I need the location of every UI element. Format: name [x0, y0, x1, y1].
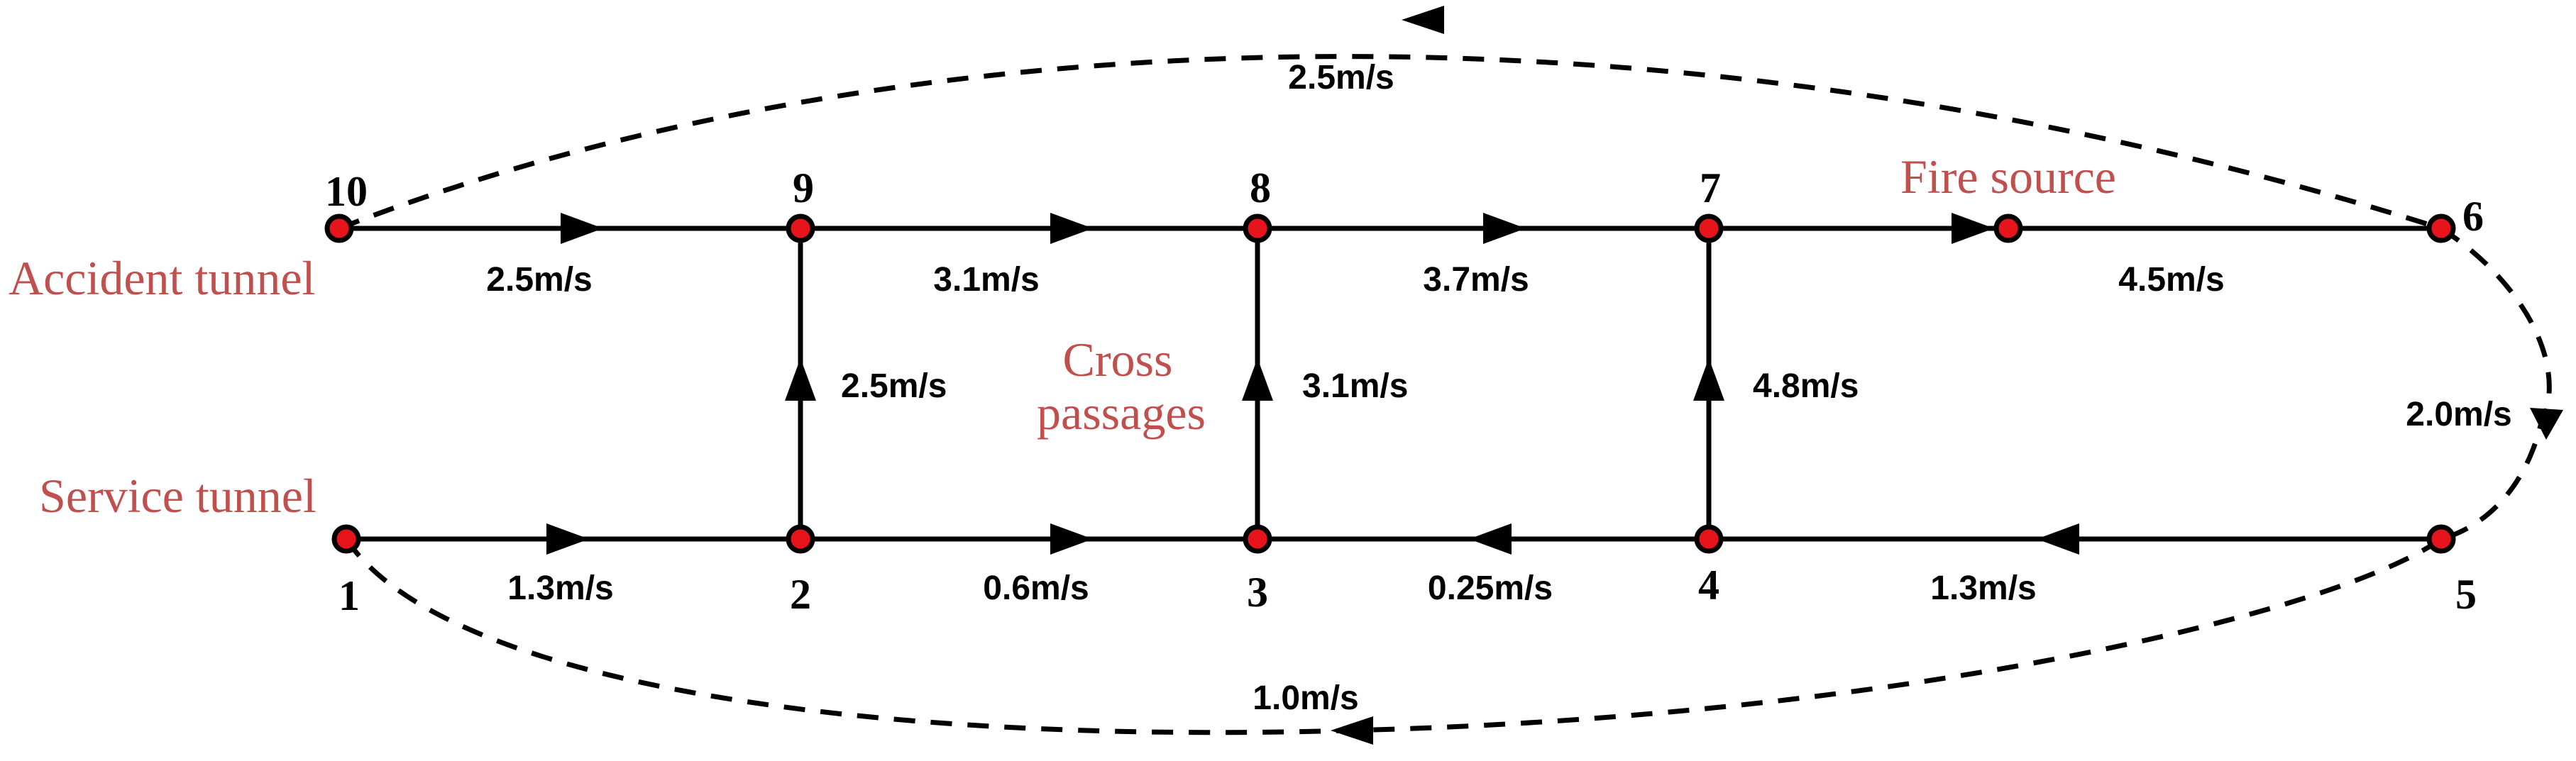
arrow-8-7: [1483, 213, 1526, 244]
cross-passages-label-line2: passages: [1037, 386, 1206, 440]
velocity-5-4: 1.3m/s: [1930, 570, 2036, 607]
node-label-7: 7: [1700, 165, 1721, 211]
arrow-3-8: [1242, 358, 1273, 401]
node-label-4: 4: [1698, 562, 1719, 609]
node-10: [324, 213, 354, 243]
node-label-10: 10: [325, 168, 368, 215]
loop-right-dashed: [2440, 226, 2552, 542]
arrow-2-9: [785, 358, 816, 401]
node-9: [786, 213, 815, 243]
velocity-4-7: 4.8m/s: [1753, 367, 1859, 405]
fire-source-label: Fire source: [1900, 150, 2116, 204]
node-fire-source: [1993, 213, 2023, 243]
arrow-4-3: [1469, 523, 1512, 555]
velocity-loop-top: 2.5m/s: [1288, 59, 1394, 96]
loop-bottom-dashed: [344, 537, 2443, 735]
arrow-10-9: [561, 213, 603, 244]
node-label-9: 9: [793, 165, 814, 211]
node-label-3: 3: [1247, 569, 1268, 616]
arrow-5-4: [2037, 523, 2079, 555]
arrow-4-7: [1693, 358, 1724, 401]
node-2: [786, 524, 815, 554]
velocity-8-7: 3.7m/s: [1423, 261, 1529, 299]
arrow-1-2: [546, 523, 589, 555]
cross-passages-label-line1: Cross: [1063, 333, 1173, 387]
velocity-9-8: 3.1m/s: [933, 261, 1039, 299]
loop-top-arrow: [1402, 6, 1444, 34]
node-5: [2426, 524, 2456, 554]
accident-tunnel-label: Accident tunnel: [9, 251, 315, 305]
node-label-1: 1: [338, 572, 360, 619]
node-label-5: 5: [2455, 571, 2477, 618]
node-label-8: 8: [1250, 165, 1271, 211]
node-6: [2426, 213, 2456, 243]
velocity-loop-bottom: 1.0m/s: [1253, 679, 1358, 717]
arrow-7-fire: [1952, 213, 1994, 244]
node-4: [1694, 524, 1724, 554]
node-3: [1243, 524, 1272, 554]
velocity-1-2: 1.3m/s: [507, 570, 613, 607]
loop-top-dashed: [338, 54, 2443, 231]
service-tunnel-label: Service tunnel: [39, 469, 317, 523]
node-8: [1243, 213, 1272, 243]
node-label-2: 2: [790, 571, 811, 618]
velocity-4-3: 0.25m/s: [1428, 570, 1553, 607]
node-7: [1694, 213, 1724, 243]
arrow-2-3: [1050, 523, 1093, 555]
velocity-10-9: 2.5m/s: [486, 261, 592, 299]
velocity-loop-right: 2.0m/s: [2406, 396, 2511, 433]
loop-bottom-arrow: [1331, 716, 1373, 745]
velocity-2-9: 2.5m/s: [841, 367, 947, 405]
velocity-fire-6: 4.5m/s: [2118, 261, 2224, 299]
velocity-2-3: 0.6m/s: [983, 570, 1089, 607]
node-1: [331, 524, 361, 554]
loop-right-arrow: [2530, 408, 2563, 440]
velocity-3-8: 3.1m/s: [1302, 367, 1408, 405]
node-label-6: 6: [2462, 193, 2484, 240]
arrow-9-8: [1050, 213, 1093, 244]
